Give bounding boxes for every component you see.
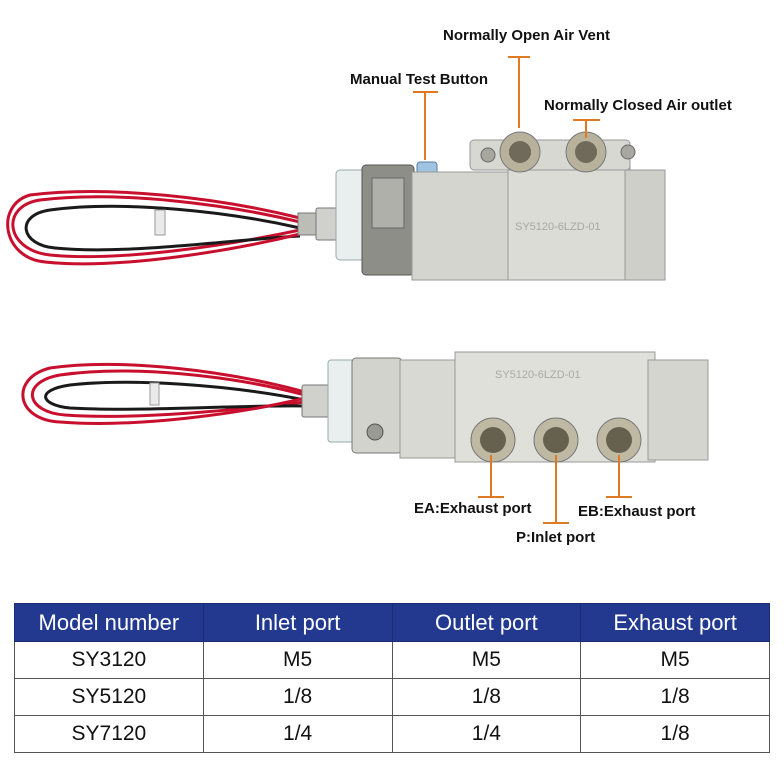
solenoid-coil-icon: [361, 164, 415, 276]
label-ea-exhaust-port: EA:Exhaust port: [414, 500, 532, 517]
header-model-number: Model number: [14, 603, 204, 642]
table-row: SY7120 1/4 1/4 1/8: [14, 715, 770, 753]
cell-model: SY7120: [14, 715, 204, 753]
leader-ea: [478, 455, 504, 498]
top-cable: [6, 190, 301, 266]
leader-manual-button: [413, 91, 438, 160]
label-normally-open-air-vent: Normally Open Air Vent: [443, 27, 610, 44]
label-p-inlet-port: P:Inlet port: [516, 529, 596, 546]
cell-outlet: 1/4: [391, 715, 582, 753]
top-valve-marking: SY5120-6LZD-01: [515, 221, 601, 233]
cell-outlet: 1/8: [391, 678, 582, 716]
label-manual-test-button: Manual Test Button: [350, 71, 489, 88]
table-header-row: Model number Inlet port Outlet port Exha…: [14, 603, 770, 642]
valve-illustration: SY5120-6LZD-01 SY5120-6LZD-01: [6, 56, 709, 524]
bottom-valve-marking: SY5120-6LZD-01: [495, 369, 581, 381]
leader-normally-closed: [573, 119, 600, 138]
cell-exhaust: 1/8: [580, 678, 770, 716]
cell-exhaust: M5: [580, 641, 770, 679]
top-valve-body: [507, 161, 631, 281]
label-eb-exhaust-port: EB:Exhaust port: [578, 503, 696, 520]
cell-model: SY3120: [14, 641, 204, 679]
cell-inlet: M5: [202, 641, 393, 679]
cell-model: SY5120: [14, 678, 204, 716]
cell-exhaust: 1/8: [580, 715, 770, 753]
table-row: SY3120 M5 M5 M5: [14, 641, 770, 679]
port-spec-table: Model number Inlet port Outlet port Exha…: [14, 603, 770, 753]
cable-connector-icon: [297, 207, 341, 241]
top-valve: SY5120-6LZD-01: [6, 131, 666, 281]
bottom-cable: [21, 362, 306, 425]
header-outlet-port: Outlet port: [391, 603, 582, 642]
leader-lines: [413, 56, 632, 524]
leader-normally-open: [508, 56, 530, 128]
cell-inlet: 1/8: [202, 678, 393, 716]
cell-outlet: M5: [391, 641, 582, 679]
header-inlet-port: Inlet port: [202, 603, 393, 642]
leader-p: [543, 455, 569, 524]
cell-inlet: 1/4: [202, 715, 393, 753]
label-normally-closed-air-outlet: Normally Closed Air outlet: [544, 97, 732, 114]
header-exhaust-port: Exhaust port: [580, 603, 770, 642]
table-row: SY5120 1/8 1/8 1/8: [14, 678, 770, 716]
bottom-valve: SY5120-6LZD-01: [21, 351, 709, 463]
leader-eb: [606, 455, 632, 498]
